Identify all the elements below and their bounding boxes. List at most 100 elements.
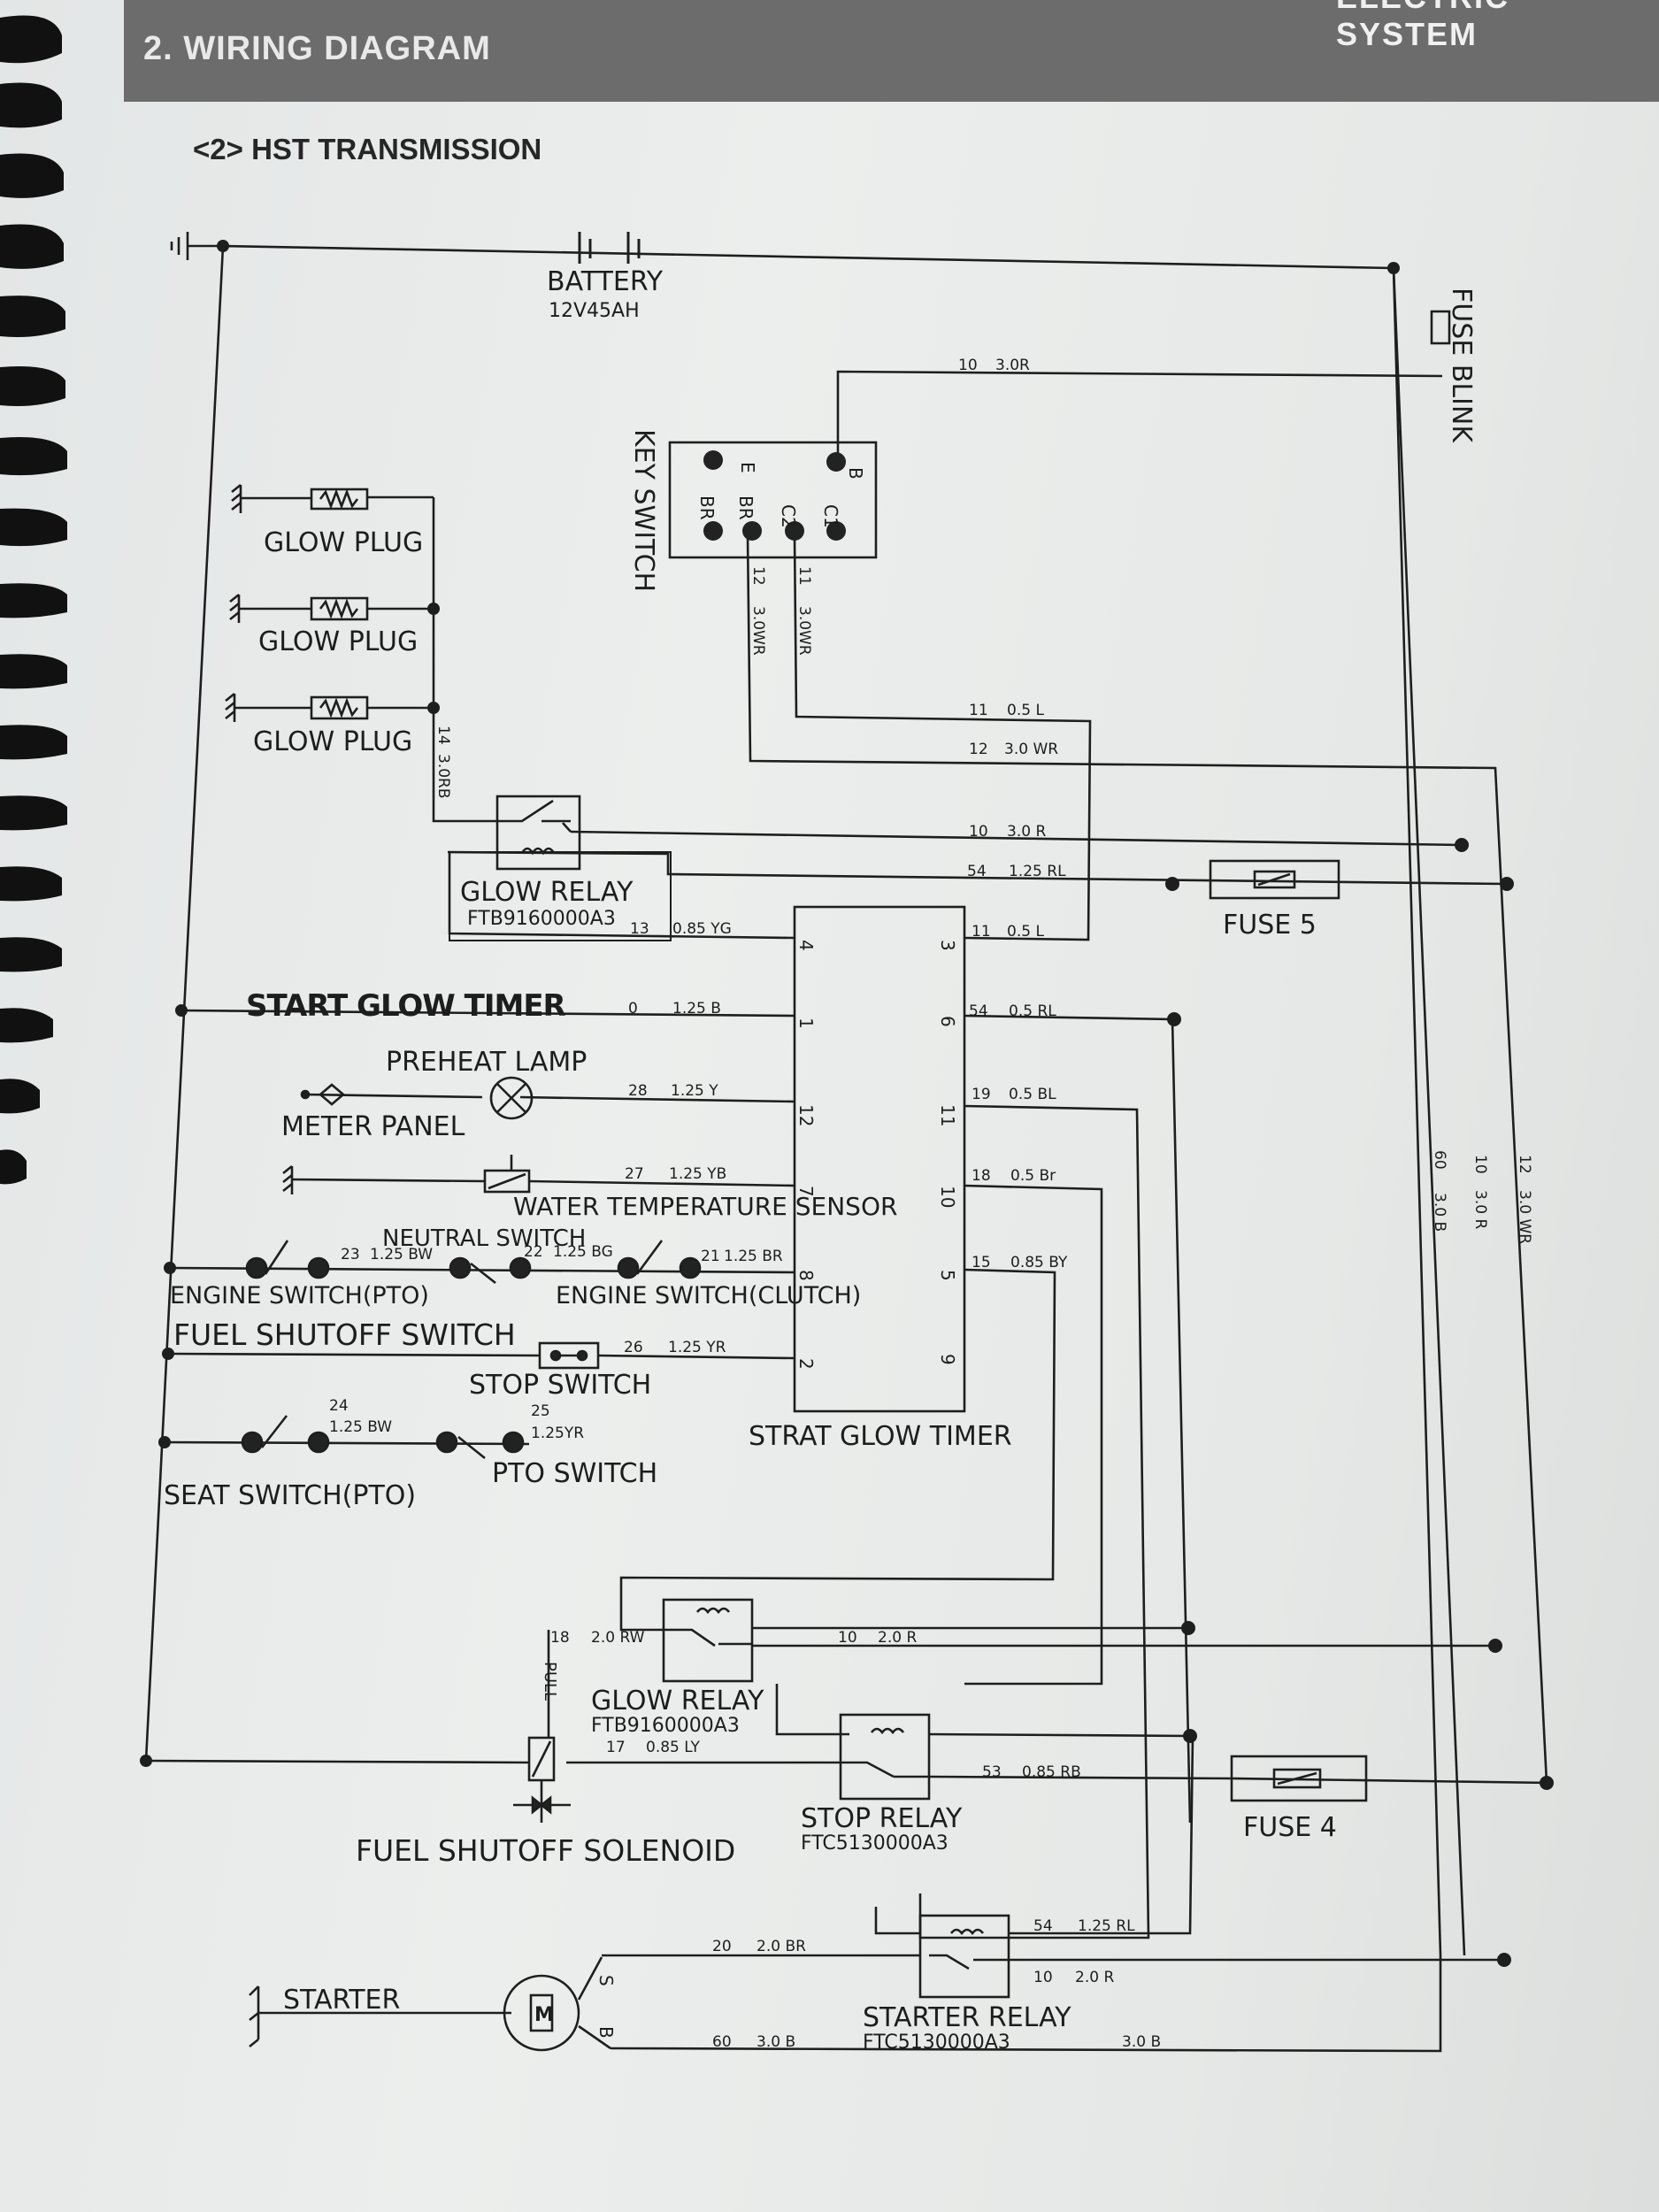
- timer-pin: 10: [937, 1186, 958, 1208]
- timer-pin: 6: [937, 1016, 958, 1027]
- wire-label: 54 1.25 RL: [1033, 1917, 1135, 1935]
- svg-text:2.0 R: 2.0 R: [878, 1629, 917, 1647]
- starter-terminal-s: S: [595, 1975, 617, 1986]
- svg-text:3.0WR: 3.0WR: [795, 606, 813, 656]
- wire-label: 25 1.25YR: [531, 1402, 584, 1442]
- wire-label: 10 3.0R: [958, 357, 1030, 374]
- wire-label: 28 1.25 Y: [628, 1082, 718, 1100]
- svg-text:10: 10: [958, 357, 978, 374]
- svg-text:13: 13: [630, 920, 649, 938]
- battery-label: BATTERY: [547, 266, 664, 297]
- glow-timer-box: [793, 905, 966, 1413]
- svg-text:1.25 RL: 1.25 RL: [1009, 863, 1066, 880]
- wire-label: 12 3.0WR: [749, 566, 767, 656]
- junction-dots: [140, 240, 1554, 1967]
- svg-text:60: 60: [712, 2033, 732, 2051]
- key-terminal-c1: C1: [820, 504, 841, 528]
- svg-text:0.5 Br: 0.5 Br: [1010, 1167, 1056, 1185]
- timer-pin: 2: [795, 1358, 817, 1370]
- wire-label: 12 3.0 WR: [1516, 1155, 1533, 1244]
- svg-text:0.5 L: 0.5 L: [1007, 702, 1044, 719]
- wire-label: 21 1.25 BR: [701, 1248, 783, 1265]
- fuse-5-label: FUSE 5: [1223, 910, 1317, 941]
- svg-text:23: 23: [341, 1246, 360, 1263]
- svg-text:20: 20: [712, 1938, 732, 1955]
- wire-label: 19 0.5 BL: [972, 1086, 1056, 1103]
- wire-label: 11 3.0WR: [795, 566, 813, 656]
- timer-pin: 11: [937, 1104, 958, 1126]
- svg-text:12: 12: [969, 741, 988, 758]
- wire-label: 53 0.85 RB: [982, 1763, 1081, 1781]
- svg-text:0.85 YG: 0.85 YG: [672, 920, 732, 938]
- wire-label: 18 2.0 RW: [550, 1629, 645, 1647]
- wire-label: 3.0 B: [1122, 2033, 1161, 2051]
- timer-pin: 5: [937, 1270, 958, 1281]
- svg-text:10: 10: [838, 1629, 857, 1647]
- pto-switch-label: PTO SWITCH: [492, 1458, 657, 1489]
- timer-pin: 12: [795, 1104, 817, 1126]
- wire-label: 26 1.25 YR: [624, 1339, 726, 1356]
- water-temp-sensor-label: WATER TEMPERATURE SENSOR: [513, 1192, 897, 1221]
- preheat-lamp-icon: [489, 1076, 534, 1120]
- ground-icon: [225, 692, 236, 722]
- svg-text:19: 19: [972, 1086, 991, 1103]
- spiral-binding: [0, 15, 67, 1185]
- svg-text:0.5 BL: 0.5 BL: [1009, 1086, 1056, 1103]
- engine-switch-pto-label: ENGINE SWITCH(PTO): [170, 1282, 429, 1310]
- svg-text:1.25 BW: 1.25 BW: [370, 1246, 433, 1263]
- pto-switch-icon: [435, 1431, 525, 1460]
- key-terminal-br: BR: [696, 495, 718, 520]
- neutral-switch-label: NEUTRAL SWITCH: [382, 1225, 586, 1252]
- svg-text:25: 25: [531, 1402, 550, 1420]
- svg-text:1.25 B: 1.25 B: [672, 1000, 721, 1018]
- wire-label: 22 1.25 BG: [524, 1243, 613, 1261]
- header-band: [124, 0, 1659, 102]
- svg-text:2.0 R: 2.0 R: [1075, 1969, 1114, 1986]
- svg-text:27: 27: [625, 1165, 644, 1183]
- ground-icon: [170, 232, 223, 260]
- wire-label: 10 2.0 R: [1033, 1969, 1114, 1986]
- engine-switch-clutch-icon: [617, 1240, 702, 1279]
- glow-plug-label: GLOW PLUG: [258, 626, 418, 657]
- glow-relay-label: GLOW RELAY: [460, 877, 634, 908]
- stop-relay-label: STOP RELAY: [801, 1803, 963, 1834]
- timer-pin: 7: [795, 1186, 817, 1197]
- svg-text:3.0 R: 3.0 R: [1471, 1190, 1489, 1229]
- preheat-lamp-label: PREHEAT LAMP: [386, 1047, 587, 1078]
- engine-switch-pto-icon: [245, 1240, 330, 1279]
- svg-text:3.0 WR: 3.0 WR: [1004, 741, 1058, 758]
- glow-plug-label: GLOW PLUG: [253, 726, 412, 757]
- svg-text:10: 10: [1471, 1155, 1489, 1174]
- fuse-5-icon: [1209, 859, 1340, 900]
- svg-text:12: 12: [749, 566, 767, 586]
- svg-text:10: 10: [969, 823, 988, 841]
- wire-label: 60 3.0 B: [1431, 1150, 1448, 1232]
- svg-text:1.25 BW: 1.25 BW: [329, 1418, 392, 1436]
- seat-switch-icon: [241, 1415, 330, 1454]
- stop-relay-icon: [839, 1713, 931, 1801]
- svg-text:3.0 B: 3.0 B: [1122, 2033, 1161, 2051]
- svg-text:54: 54: [969, 1002, 988, 1020]
- svg-text:12: 12: [1516, 1155, 1533, 1174]
- wire-label: 10 3.0 R: [1471, 1155, 1489, 1229]
- pull-label: PULL: [541, 1662, 559, 1701]
- timer-pin: 1: [795, 1018, 817, 1029]
- glow-plug-icon: [310, 596, 369, 621]
- svg-text:24: 24: [329, 1397, 349, 1415]
- svg-text:54: 54: [1033, 1917, 1053, 1935]
- svg-text:1.25 YB: 1.25 YB: [669, 1165, 726, 1183]
- wire-label: 15 0.85 BY: [972, 1254, 1068, 1271]
- svg-text:26: 26: [624, 1339, 643, 1356]
- ground-icon: [249, 1985, 260, 2048]
- battery-rating: 12V45AH: [549, 300, 640, 322]
- starter-relay-label: STARTER RELAY: [863, 2002, 1071, 2033]
- starter-motor-icon: [258, 1956, 611, 2052]
- svg-text:1.25YR: 1.25YR: [531, 1425, 584, 1442]
- svg-text:1.25 Y: 1.25 Y: [671, 1082, 718, 1100]
- meter-panel-label: METER PANEL: [281, 1111, 465, 1142]
- svg-text:22: 22: [524, 1243, 543, 1261]
- svg-text:15: 15: [972, 1254, 991, 1271]
- fuel-shutoff-solenoid-label: FUEL SHUTOFF SOLENOID: [356, 1833, 735, 1868]
- svg-text:3.0RB: 3.0RB: [434, 754, 452, 799]
